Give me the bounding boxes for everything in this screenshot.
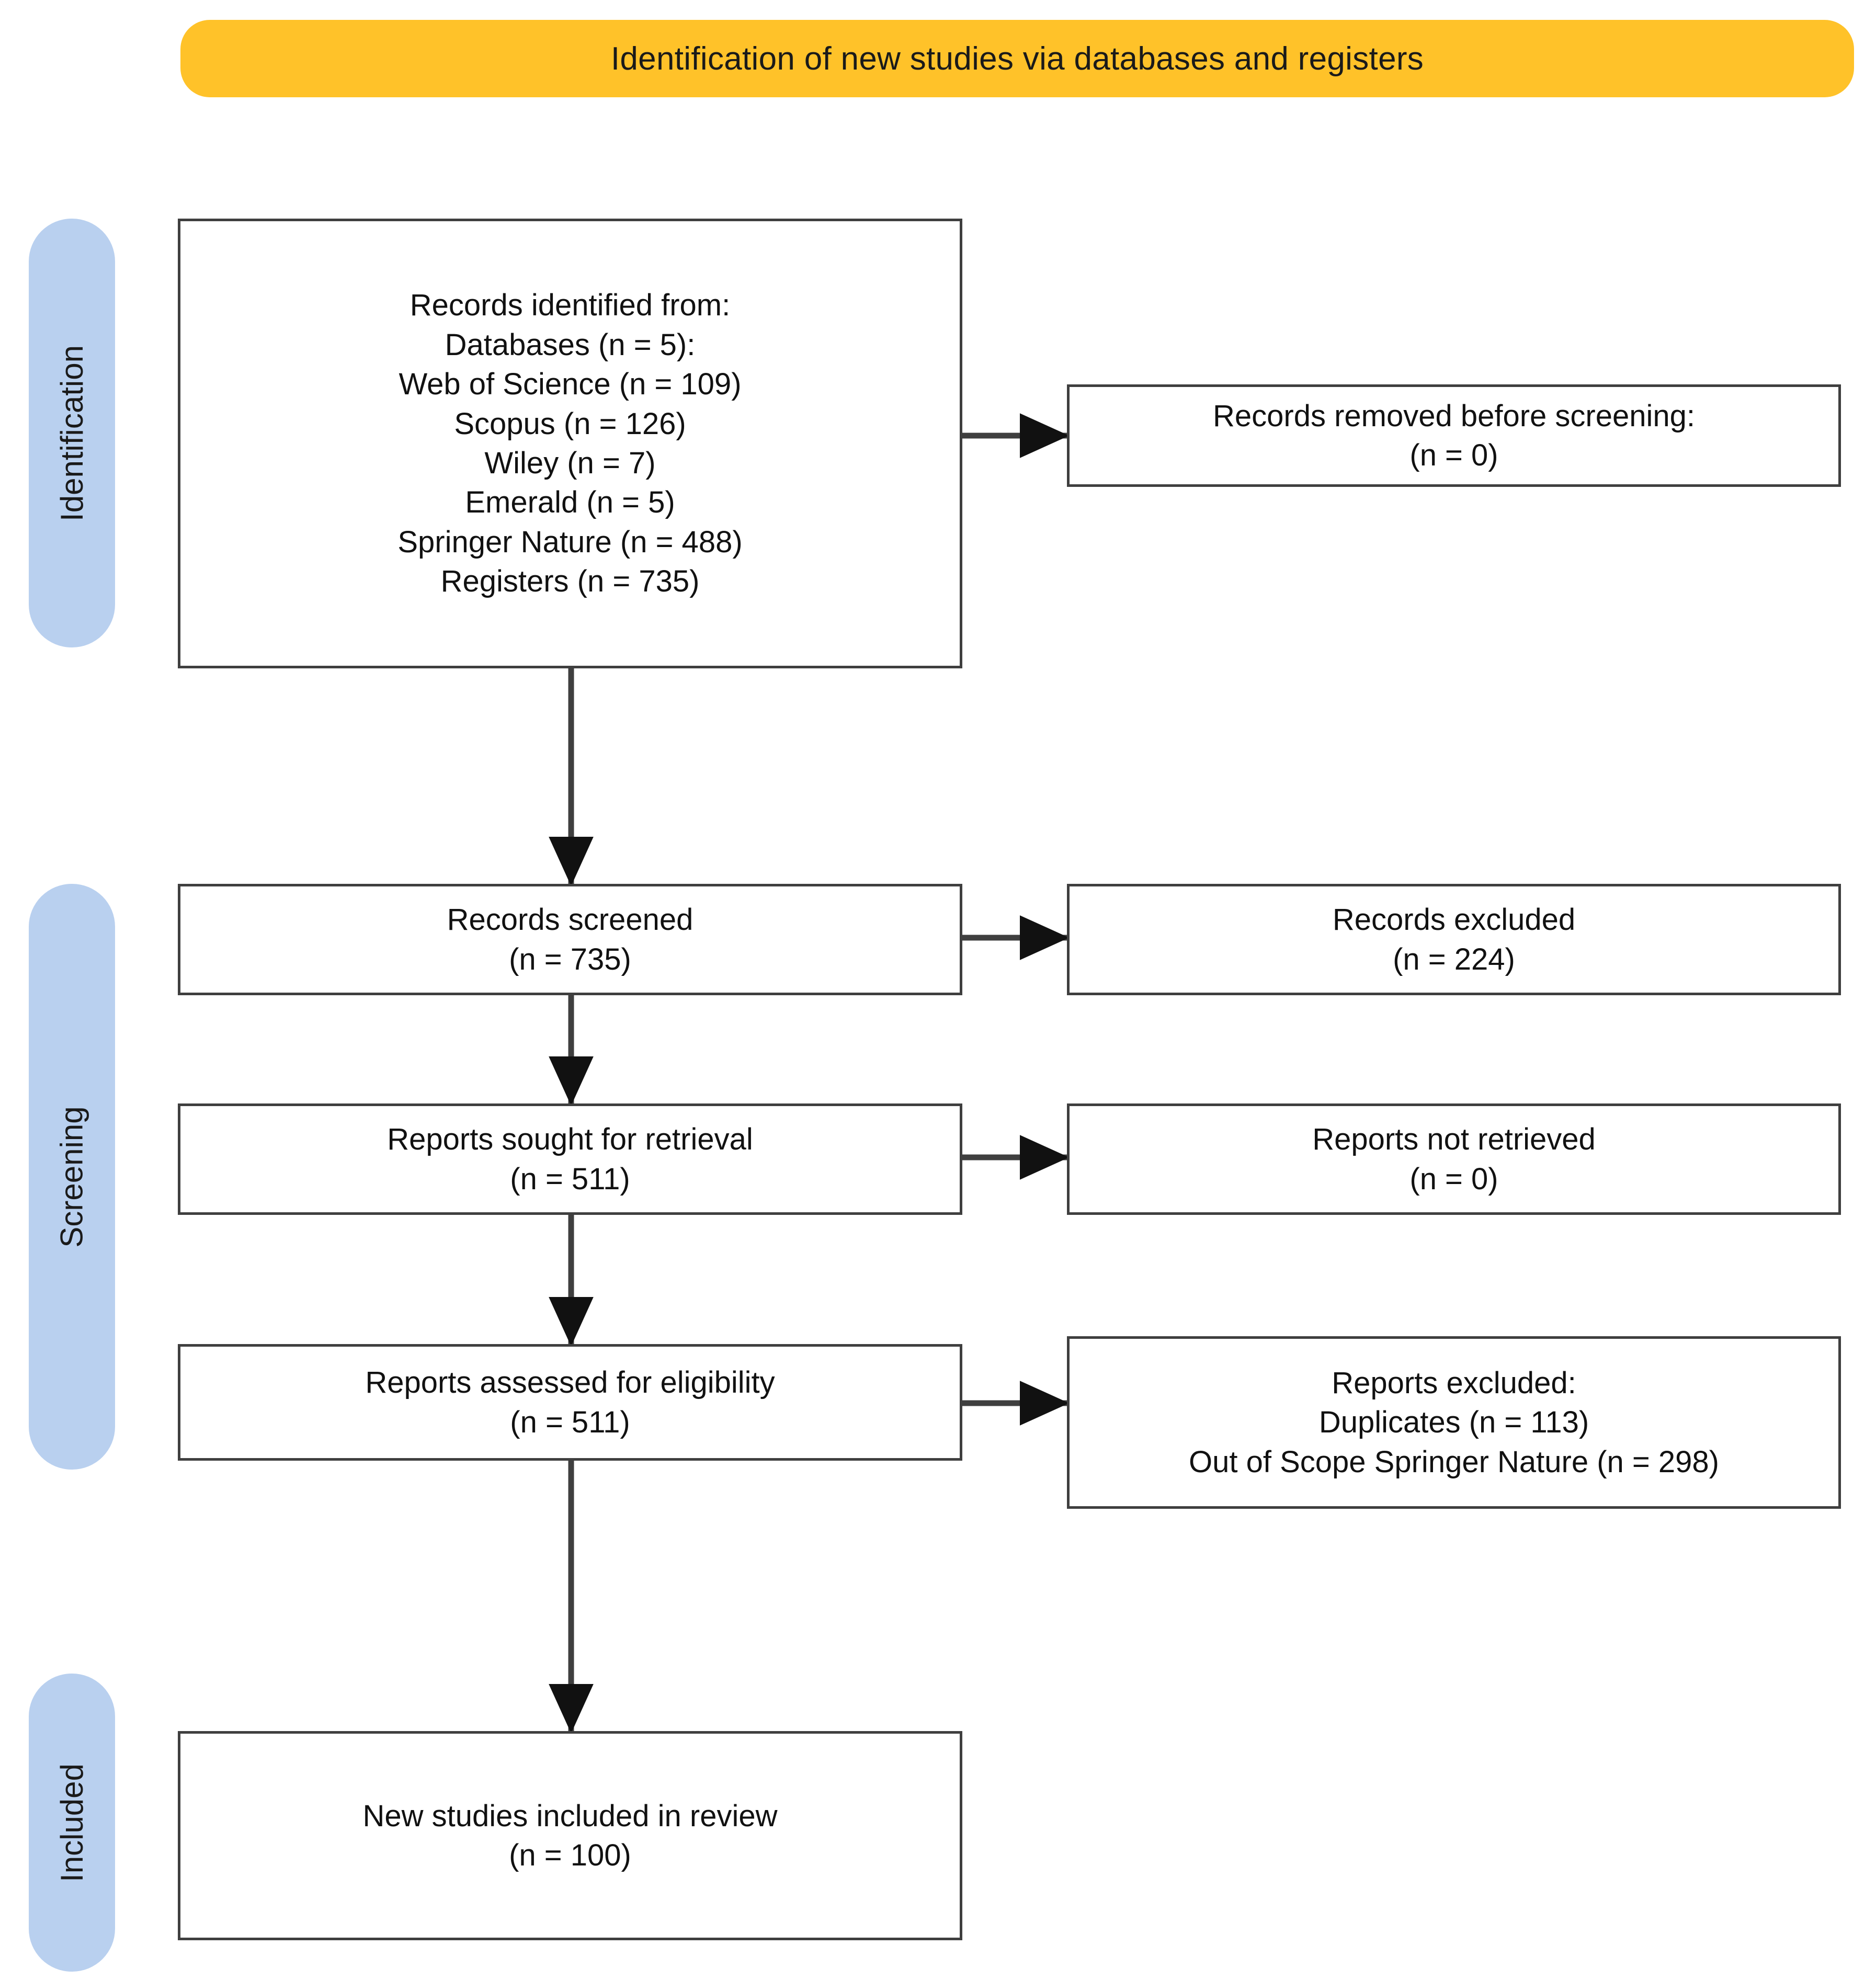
box-records-screened-lines: Records screened (n = 735)	[180, 900, 960, 979]
box-records-excluded: Records excluded (n = 224)	[1067, 884, 1841, 995]
box-line: Reports not retrieved	[1312, 1122, 1596, 1157]
box-reports-excluded: Reports excluded: Duplicates (n = 113) O…	[1067, 1336, 1841, 1509]
box-line: Reports assessed for eligibility	[365, 1365, 775, 1400]
diagram-header-banner: Identification of new studies via databa…	[180, 20, 1854, 97]
box-reports-sought-lines: Reports sought for retrieval (n = 511)	[180, 1120, 960, 1199]
box-line: (n = 735)	[509, 942, 631, 976]
box-records-identified-lines: Records identified from: Databases (n = …	[180, 286, 960, 601]
box-records-screened: Records screened (n = 735)	[178, 884, 962, 995]
box-line: (n = 0)	[1409, 438, 1498, 472]
box-reports-assessed: Reports assessed for eligibility (n = 51…	[178, 1344, 962, 1461]
box-line: Duplicates (n = 113)	[1318, 1405, 1589, 1440]
box-line: (n = 511)	[510, 1162, 630, 1196]
stage-label-screening: Screening	[29, 884, 115, 1470]
diagram-title: Identification of new studies via databa…	[610, 40, 1424, 77]
box-reports-assessed-lines: Reports assessed for eligibility (n = 51…	[180, 1363, 960, 1442]
stage-label-included: Included	[29, 1674, 115, 1972]
stage-label-identification-text: Identification	[54, 345, 90, 521]
box-line: Records identified from:	[410, 288, 731, 323]
box-included-studies-lines: New studies included in review (n = 100)	[180, 1796, 960, 1875]
box-line: Scopus (n = 126)	[454, 406, 686, 441]
box-line: Registers (n = 735)	[440, 564, 700, 599]
box-line: New studies included in review	[362, 1799, 778, 1833]
box-line: Reports excluded:	[1332, 1365, 1576, 1400]
box-line: Web of Science (n = 109)	[399, 367, 742, 402]
box-line: Wiley (n = 7)	[484, 446, 656, 480]
box-records-identified: Records identified from: Databases (n = …	[178, 219, 962, 668]
box-line: (n = 0)	[1409, 1162, 1498, 1196]
box-line: Springer Nature (n = 488)	[397, 525, 743, 559]
box-line: Databases (n = 5):	[445, 327, 696, 362]
box-line: Records excluded	[1332, 903, 1576, 937]
box-reports-not-retrieved-lines: Reports not retrieved (n = 0)	[1070, 1120, 1838, 1199]
box-reports-sought: Reports sought for retrieval (n = 511)	[178, 1103, 962, 1215]
box-reports-not-retrieved: Reports not retrieved (n = 0)	[1067, 1103, 1841, 1215]
stage-label-screening-text: Screening	[54, 1106, 89, 1248]
box-records-excluded-lines: Records excluded (n = 224)	[1070, 900, 1838, 979]
box-line: Reports sought for retrieval	[387, 1122, 753, 1157]
box-line: Out of Scope Springer Nature (n = 298)	[1189, 1444, 1719, 1479]
box-line: Emerald (n = 5)	[465, 485, 675, 520]
box-line: (n = 511)	[510, 1405, 630, 1439]
box-line: Records removed before screening:	[1212, 399, 1696, 433]
box-reports-excluded-lines: Reports excluded: Duplicates (n = 113) O…	[1070, 1363, 1838, 1482]
box-records-removed-before-screening: Records removed before screening: (n = 0…	[1067, 384, 1841, 487]
box-line: Records screened	[447, 903, 693, 937]
box-line: (n = 100)	[509, 1838, 631, 1872]
box-records-removed-lines: Records removed before screening: (n = 0…	[1070, 396, 1838, 475]
box-included-studies: New studies included in review (n = 100)	[178, 1731, 962, 1940]
stage-label-included-text: Included	[54, 1763, 90, 1882]
box-line: (n = 224)	[1393, 942, 1515, 976]
stage-label-identification: Identification	[29, 219, 115, 647]
